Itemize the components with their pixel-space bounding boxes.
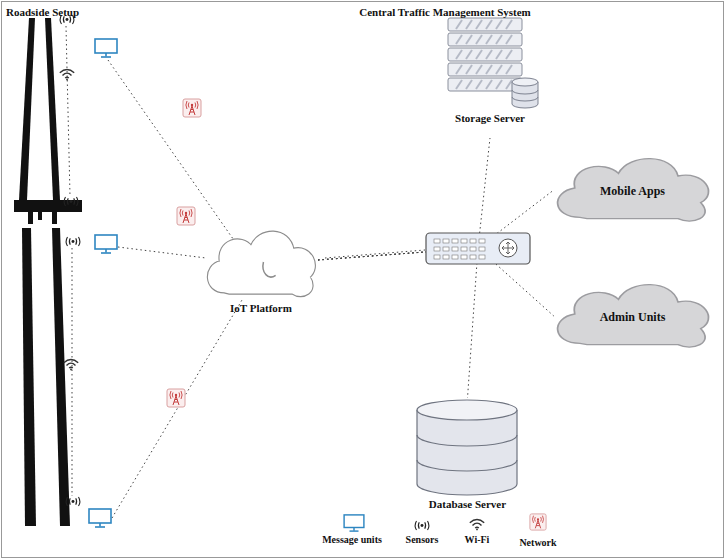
network-link xyxy=(318,138,490,260)
node-label: Admin Units xyxy=(600,310,666,325)
legend-label: Network xyxy=(519,537,556,548)
iot-cloud-icon xyxy=(200,222,322,302)
section-title: Central Traffic Management System xyxy=(359,6,531,18)
cloud-node: Admin Units xyxy=(545,274,720,354)
storage-server-icon xyxy=(430,12,550,112)
node-label: Database Server xyxy=(405,498,530,512)
node-label: Mobile Apps xyxy=(600,184,665,199)
section-title: Roadside Setup xyxy=(6,6,79,18)
legend-label: Sensors xyxy=(406,534,439,545)
database-server: Database Server xyxy=(405,398,530,520)
network-link xyxy=(318,248,478,398)
database-icon xyxy=(405,398,530,498)
cloud-node: Mobile Apps xyxy=(545,148,720,228)
legend-label: Message units xyxy=(322,534,382,545)
storage-server: Storage Server xyxy=(430,12,550,138)
cloud-node: IoT Platform xyxy=(200,222,322,320)
legend-label: Wi-Fi xyxy=(465,534,490,545)
node-label: Storage Server xyxy=(430,112,550,126)
node-label: IoT Platform xyxy=(200,302,322,316)
